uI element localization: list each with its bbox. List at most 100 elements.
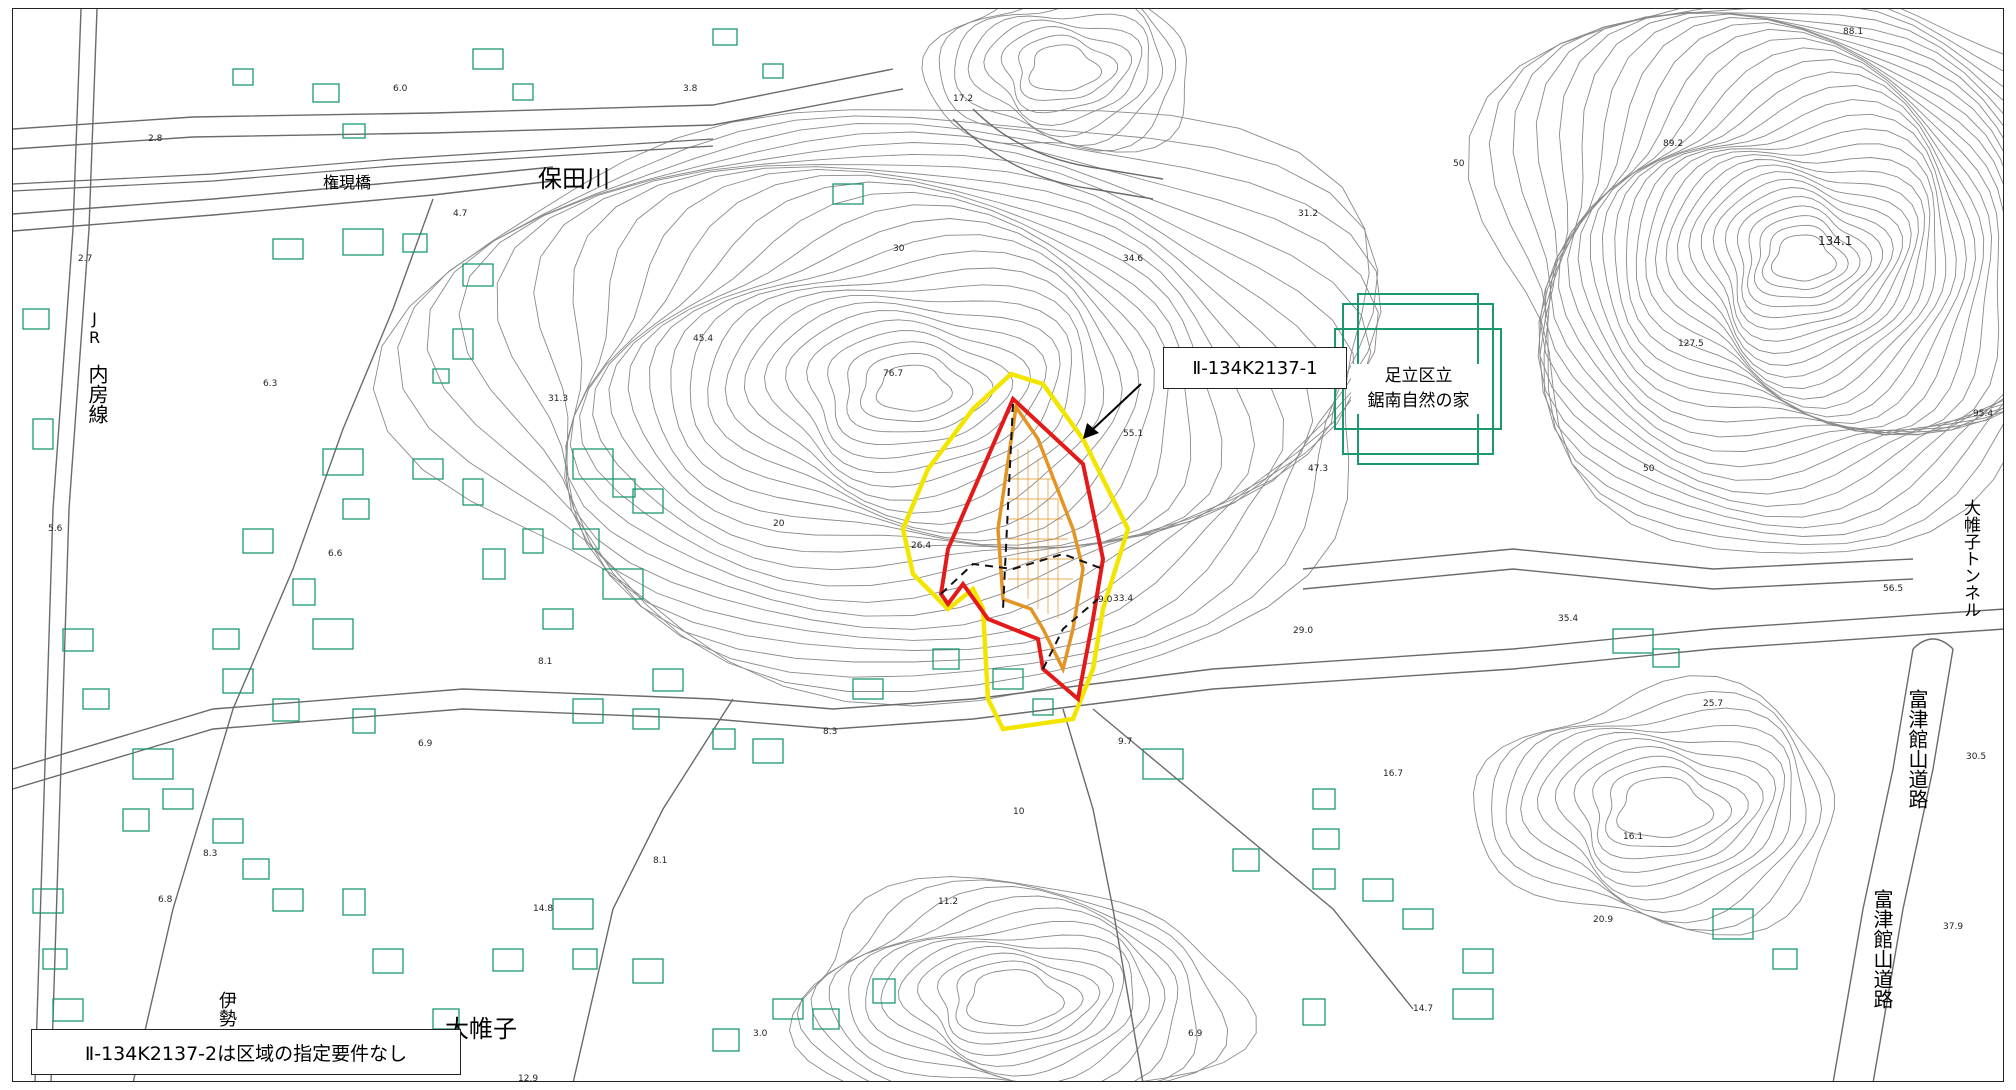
contour-line (569, 168, 1284, 603)
roads (13, 9, 2003, 1081)
building-footprint (1712, 908, 1754, 940)
tunnel-portal (1912, 638, 1954, 650)
elevation-label: 34.6 (1123, 254, 1144, 264)
building-footprint (712, 1028, 740, 1052)
elevation-label: 35.4 (1558, 614, 1579, 624)
contour-line (1625, 99, 1967, 425)
road-north-2b (13, 180, 554, 232)
callout-site-id: Ⅱ-134K2137-1 (1163, 347, 1347, 389)
contour-line (1654, 143, 1936, 400)
contour-line (1590, 59, 1993, 436)
elevation-label: 17.2 (953, 94, 974, 104)
elevation-label: 50 (1453, 159, 1465, 169)
contour-line (533, 153, 1356, 641)
building-footprint (372, 948, 404, 974)
elevation-label: 6.8 (158, 895, 173, 905)
elevation-label: 6.0 (393, 84, 408, 94)
building-footprint (222, 668, 254, 694)
contour-line (848, 907, 1166, 1081)
elevation-label: 9.0 (1098, 595, 1113, 605)
elevation-label: 127.5 (1678, 339, 1704, 349)
contour-line (1573, 745, 1764, 873)
map-canvas (13, 9, 2003, 1081)
contour-line (1028, 44, 1103, 92)
elevation-label: 3.8 (683, 84, 698, 94)
contour-line (372, 109, 1370, 707)
elevation-label: 20 (773, 519, 785, 529)
contour-line (966, 969, 1065, 1027)
elevation-label: 8.1 (538, 657, 553, 667)
contour-line (1488, 9, 2003, 546)
elevation-label: 50 (1643, 464, 1655, 474)
building-footprint (492, 948, 524, 972)
elevation-label: 2.8 (148, 134, 163, 144)
building-footprint (402, 233, 428, 253)
elevation-label: 20.9 (1593, 915, 1614, 925)
building-footprint (572, 698, 604, 724)
building-footprint (62, 628, 94, 652)
building-footprint (242, 528, 274, 554)
building-footprint (212, 628, 240, 650)
jr-line-label: 内房線 (85, 364, 109, 424)
building-footprint (752, 738, 784, 764)
contour-line (608, 191, 1192, 553)
contour-line (1558, 28, 2003, 452)
elevation-label: 14.8 (533, 904, 554, 914)
elevation-label: 6.9 (418, 739, 433, 749)
building-footprint (852, 678, 884, 700)
building-footprint (82, 688, 110, 710)
contour-line (1505, 707, 1807, 924)
local-road-2 (1062, 708, 1144, 1081)
contour-line (592, 181, 1223, 571)
building-footprint (522, 528, 544, 554)
contour-line (689, 250, 1123, 534)
contour-line (1770, 234, 1837, 282)
elevation-label: 89.2 (1663, 139, 1684, 149)
callout-arrow (1083, 383, 1142, 439)
elevation-label: 5.6 (48, 524, 63, 534)
building-footprint (572, 528, 600, 550)
contour-line (426, 123, 1382, 678)
building-footprint (412, 458, 444, 480)
elevation-label: 16.1 (1623, 832, 1644, 842)
building-footprint (52, 998, 84, 1022)
contour-line (1724, 187, 1894, 330)
building-footprint (352, 708, 376, 734)
contour-line (1592, 755, 1749, 860)
building-footprint (342, 228, 384, 256)
building-footprint (1312, 828, 1340, 850)
road-north-2 (13, 166, 554, 215)
contour-line (983, 19, 1143, 126)
contour-line (785, 310, 1047, 474)
building-footprint (632, 488, 664, 514)
contour-line (1747, 205, 1873, 308)
jr-line-b (50, 9, 98, 1081)
contour-line (1761, 224, 1849, 290)
contour-line (1616, 777, 1715, 839)
contour-line (1512, 9, 2003, 537)
elevation-label: 76.7 (883, 369, 904, 379)
contour-line (789, 876, 1257, 1081)
building-footprint (272, 238, 304, 260)
map-frame[interactable]: 保田川 権現橋 JR 内房線 大帷子 伊勢 大帷子トンネル 富津館山道路 富津館… (12, 8, 2004, 1082)
building-footprint (712, 28, 738, 46)
building-footprint (42, 948, 68, 970)
building-footprint (1232, 848, 1260, 872)
elevation-label: 31.2 (1298, 209, 1319, 219)
contour-line (1473, 675, 1835, 936)
expressway-label-1: 富津館山道路 (1905, 689, 1929, 809)
facility-label-line1: 足立区立 (1384, 366, 1453, 386)
contour-line (1535, 12, 2003, 529)
facility-label: 足立区立 鋸南自然の家 (1351, 364, 1486, 414)
river-label: 保田川 (538, 165, 610, 193)
building-footprint (832, 183, 864, 205)
contour-line (724, 284, 1086, 514)
building-footprint (22, 308, 50, 330)
contour-line (846, 341, 994, 433)
contour-line (828, 895, 1179, 1081)
contour-line (1567, 37, 2003, 438)
elevation-label: 95.4 (1973, 409, 1994, 419)
building-footprint (712, 728, 736, 750)
contour-line (579, 174, 1256, 587)
park-road-b (972, 108, 1164, 180)
